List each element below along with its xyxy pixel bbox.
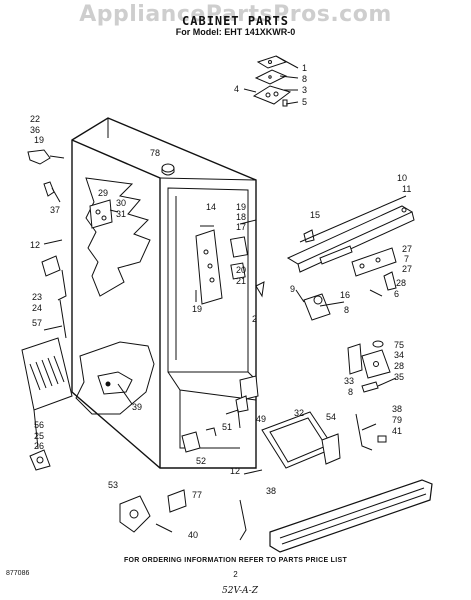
callout-9: 9 bbox=[290, 284, 295, 294]
callout-29: 29 bbox=[98, 188, 108, 198]
bottom-hinge-assembly bbox=[235, 340, 397, 413]
callout-20: 20 bbox=[236, 265, 246, 275]
left-clip-parts bbox=[27, 149, 67, 339]
callout-15: 15 bbox=[310, 210, 320, 220]
page-number: 2 bbox=[233, 570, 238, 579]
callout-8: 8 bbox=[302, 74, 307, 84]
callout-19b: 19 bbox=[236, 202, 246, 212]
callout-40: 40 bbox=[188, 530, 198, 540]
callout-30: 30 bbox=[116, 198, 126, 208]
callout-8c: 8 bbox=[348, 387, 353, 397]
callout-77: 77 bbox=[192, 490, 202, 500]
callout-78: 78 bbox=[150, 148, 160, 158]
callout-51: 51 bbox=[222, 422, 232, 432]
callout-35: 35 bbox=[394, 372, 404, 382]
callout-33: 33 bbox=[344, 376, 354, 386]
callout-75: 75 bbox=[394, 340, 404, 350]
callout-8b: 8 bbox=[344, 305, 349, 315]
callout-7: 7 bbox=[404, 254, 409, 264]
callout-12b: 12 bbox=[230, 466, 240, 476]
top-hinge-assembly bbox=[243, 55, 299, 107]
callout-5: 5 bbox=[302, 97, 307, 107]
callout-19c: 19 bbox=[192, 304, 202, 314]
callout-17: 17 bbox=[236, 222, 246, 232]
callout-3: 3 bbox=[302, 85, 307, 95]
thermostat-bracket bbox=[195, 219, 265, 305]
callout-23: 23 bbox=[32, 292, 42, 302]
callout-32: 32 bbox=[294, 408, 304, 418]
callout-38: 38 bbox=[392, 404, 402, 414]
callout-2: 2 bbox=[252, 314, 257, 324]
bottom-parts bbox=[119, 409, 433, 553]
callout-4: 4 bbox=[234, 84, 239, 94]
diagram-title: CABINET PARTS bbox=[182, 14, 289, 28]
callout-37: 37 bbox=[50, 205, 60, 215]
callout-27b: 27 bbox=[402, 264, 412, 274]
ordering-note: FOR ORDERING INFORMATION REFER TO PARTS … bbox=[123, 557, 348, 564]
callout-labels: 1 8 3 4 5 22 36 19 78 10 11 29 30 31 37 … bbox=[30, 63, 412, 540]
callout-38b: 38 bbox=[266, 486, 276, 496]
callout-53: 53 bbox=[108, 480, 118, 490]
callout-36: 36 bbox=[30, 125, 40, 135]
callout-18: 18 bbox=[236, 212, 246, 222]
callout-21: 21 bbox=[236, 276, 246, 286]
callout-22: 22 bbox=[30, 114, 40, 124]
callout-26: 26 bbox=[34, 441, 44, 451]
callout-54: 54 bbox=[326, 412, 336, 422]
handwritten-code: 52V-A-Z bbox=[222, 586, 258, 596]
callout-1: 1 bbox=[302, 63, 307, 73]
callout-31: 31 bbox=[116, 209, 126, 219]
side-insulation-panels bbox=[75, 177, 155, 415]
callout-28: 28 bbox=[396, 278, 406, 288]
callout-24: 24 bbox=[32, 303, 42, 313]
upper-side-bracket bbox=[89, 199, 119, 229]
callout-16: 16 bbox=[340, 290, 350, 300]
callout-52: 52 bbox=[196, 456, 206, 466]
callout-41: 41 bbox=[392, 426, 402, 436]
callout-10: 10 bbox=[397, 173, 407, 183]
callout-28b: 28 bbox=[394, 361, 404, 371]
callout-34: 34 bbox=[394, 350, 404, 360]
callout-39: 39 bbox=[132, 402, 142, 412]
callout-56: 56 bbox=[34, 420, 44, 430]
callout-6: 6 bbox=[394, 289, 399, 299]
callout-12: 12 bbox=[30, 240, 40, 250]
right-rail-assembly bbox=[286, 195, 415, 321]
callout-19: 19 bbox=[34, 135, 44, 145]
watermark: AppliancePartsPros.com bbox=[79, 2, 392, 27]
callout-11: 11 bbox=[402, 184, 411, 194]
model-line: For Model: EHT 141XKWR-0 bbox=[175, 27, 296, 37]
diagram-reference-number: 877086 bbox=[6, 570, 30, 577]
cabinet-body bbox=[71, 117, 257, 469]
callout-49: 49 bbox=[256, 414, 266, 424]
callout-57: 57 bbox=[32, 318, 42, 328]
callout-27: 27 bbox=[402, 244, 412, 254]
callout-25: 25 bbox=[34, 431, 44, 441]
rear-grille-panel bbox=[21, 337, 73, 471]
callout-79: 79 bbox=[392, 415, 402, 425]
callout-14: 14 bbox=[206, 202, 216, 212]
